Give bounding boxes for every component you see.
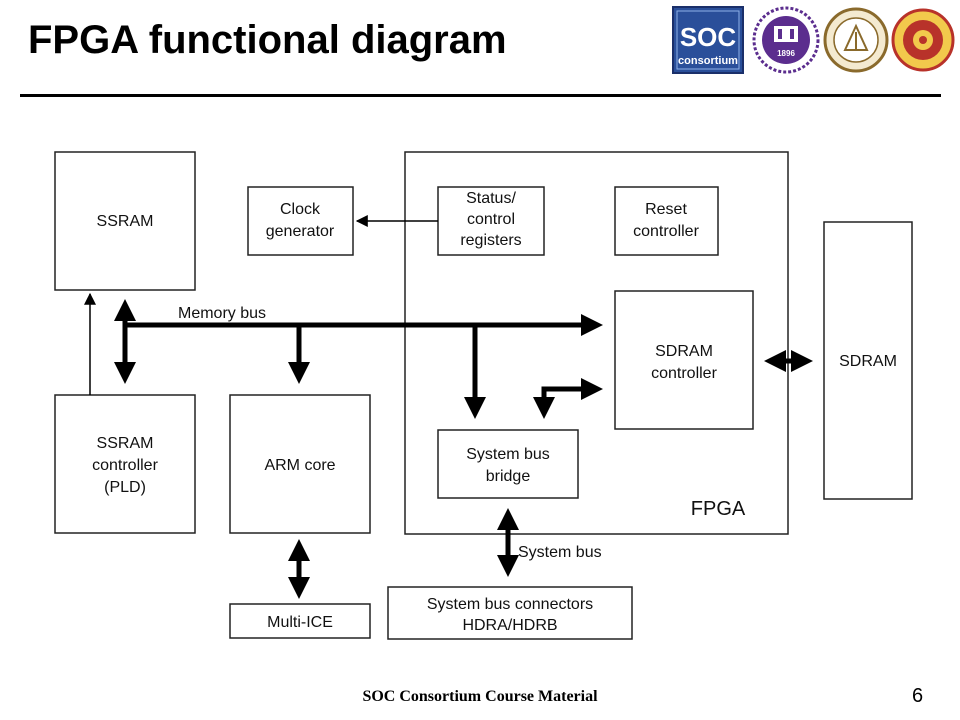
sdram-block <box>823 221 913 500</box>
soc-logo-text: SOC <box>680 22 737 52</box>
multi-ice-label: Multi-ICE <box>267 614 333 631</box>
system-bus-bridge-label-1: System bus <box>466 446 550 463</box>
reset-controller-label-2: controller <box>633 223 699 240</box>
slide-title: FPGA functional diagram <box>28 18 507 62</box>
ssram-controller-label-3: (PLD) <box>104 479 146 496</box>
multi-ice-block <box>229 603 371 639</box>
bridge-sdram-controller-arrow <box>532 377 604 420</box>
university-seal-purple: 1896 <box>752 6 820 74</box>
system-bus-bridge-label-2: bridge <box>486 468 531 485</box>
seal-year: 1896 <box>777 49 795 58</box>
clock-generator-label-1: Clock <box>280 201 321 218</box>
memory-bus-label: Memory bus <box>178 305 266 322</box>
fpga-label: FPGA <box>691 498 746 520</box>
status-registers-label-1: Status/ <box>466 190 516 207</box>
status-registers-label-3: registers <box>460 232 521 249</box>
university-seal-red <box>891 8 955 72</box>
system-bus-connectors-label-1: System bus connectors <box>427 596 593 613</box>
footer-text: SOC Consortium Course Material <box>362 688 598 705</box>
ssram-label: SSRAM <box>97 213 154 230</box>
sdram-controller-label-1: SDRAM <box>655 343 713 360</box>
ssram-block <box>54 151 196 291</box>
sdram-label: SDRAM <box>839 353 897 370</box>
soc-logo-subtext: consortium <box>678 55 738 67</box>
status-registers-label-2: control <box>467 211 515 228</box>
reset-controller-label-1: Reset <box>645 201 687 218</box>
clock-generator-block <box>247 186 354 256</box>
ssram-controller-block <box>54 394 196 534</box>
system-bus-label: System bus <box>518 544 602 561</box>
system-bus-connectors-block <box>387 586 633 640</box>
title-divider <box>20 94 941 97</box>
sdram-controller-block <box>614 290 754 430</box>
arm-core-label: ARM core <box>264 457 335 474</box>
soc-consortium-logo: SOC consortium <box>672 6 744 74</box>
status-control-registers-block <box>437 186 545 256</box>
ssram-controller-label-2: controller <box>92 457 158 474</box>
page-number: 6 <box>912 685 924 707</box>
reset-controller-block <box>614 186 719 256</box>
system-bus-connectors-label-2: HDRA/HDRB <box>462 617 557 634</box>
university-seal-gold <box>823 7 889 73</box>
clock-generator-label-2: generator <box>266 223 335 240</box>
system-bus-bridge-block <box>437 429 579 499</box>
sdram-controller-label-2: controller <box>651 365 717 382</box>
ssram-controller-label-1: SSRAM <box>97 435 154 452</box>
arm-core-block <box>229 394 371 534</box>
